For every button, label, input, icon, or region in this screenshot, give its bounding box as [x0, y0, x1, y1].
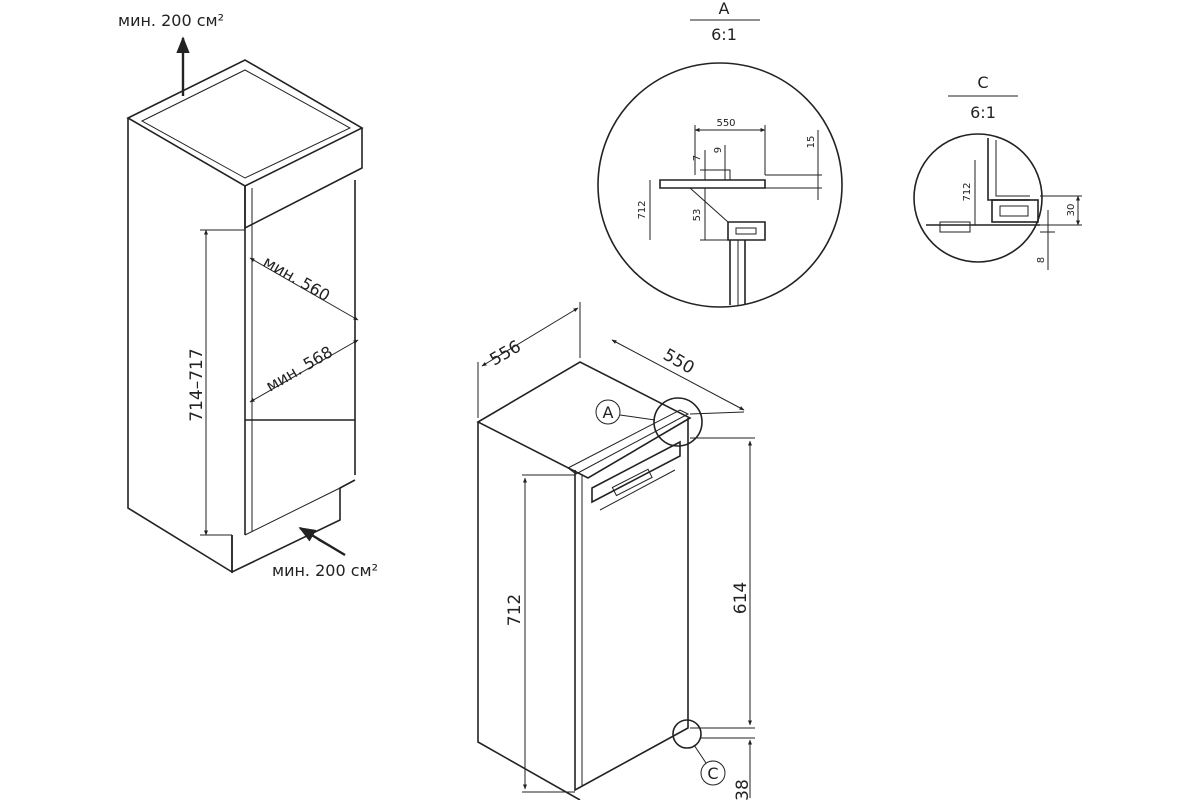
detail-a: A 6:1 550 7 9 15 712 53 — [597, 0, 843, 308]
detail-c-title: C — [977, 73, 988, 92]
detail-c-dim-8: 8 — [1036, 257, 1047, 263]
detail-a-dim-7: 7 — [692, 155, 703, 161]
niche-cabinet: мин. 200 см² мин. 200 см² 714–717 мин. 5… — [118, 11, 378, 580]
detail-c-dim-30: 30 — [1066, 204, 1077, 217]
detail-a-circle — [653, 397, 703, 447]
niche-width-label: мин. 560 — [260, 252, 333, 305]
appliance-width-dimension — [481, 307, 579, 367]
appliance-depth-label: 550 — [660, 345, 698, 379]
vent-bottom-label: мин. 200 см² — [272, 561, 378, 580]
marker-a-badge — [595, 399, 621, 425]
appliance-height-label: 712 — [505, 594, 525, 626]
niche-plinth — [231, 479, 356, 574]
marker-c-label: C — [707, 764, 718, 783]
appliance-left-side — [477, 422, 581, 801]
detail-a-scale: 6:1 — [711, 25, 737, 44]
niche-left-side — [127, 118, 233, 574]
detail-c: C 6:1 712 30 8 — [913, 73, 1082, 270]
niche-height-label: 714–717 — [187, 348, 207, 421]
marker-c-badge — [700, 760, 726, 786]
detail-c-circle — [672, 719, 702, 749]
detail-a-dim-53: 53 — [692, 209, 703, 222]
appliance-door — [574, 418, 689, 792]
detail-a-dim-9: 9 — [713, 147, 724, 153]
appliance-top-face — [476, 361, 692, 479]
detail-c-frame — [913, 133, 1043, 263]
niche-depth-dimension — [249, 339, 359, 403]
appliance: 556 550 712 614 38 A C — [476, 302, 755, 801]
niche-depth-label: мин. 568 — [263, 342, 336, 395]
niche-top-face — [126, 59, 364, 187]
detail-a-dim-712: 712 — [637, 200, 648, 219]
door-height-label: 614 — [731, 582, 751, 614]
detail-a-dim-550: 550 — [716, 118, 735, 129]
detail-c-dim-712: 712 — [962, 182, 973, 201]
appliance-depth-dimension — [611, 339, 745, 411]
detail-a-dim-15: 15 — [806, 136, 817, 149]
vent-top-label: мин. 200 см² — [118, 11, 224, 30]
detail-a-title: A — [719, 0, 730, 18]
detail-a-frame — [597, 62, 843, 308]
plinth-height-label: 38 — [733, 779, 753, 800]
appliance-top-bracket — [591, 440, 681, 504]
marker-a-label: A — [603, 403, 614, 422]
niche-width-dimension — [249, 257, 359, 321]
detail-c-scale: 6:1 — [970, 103, 996, 122]
appliance-width-label: 556 — [487, 337, 525, 371]
